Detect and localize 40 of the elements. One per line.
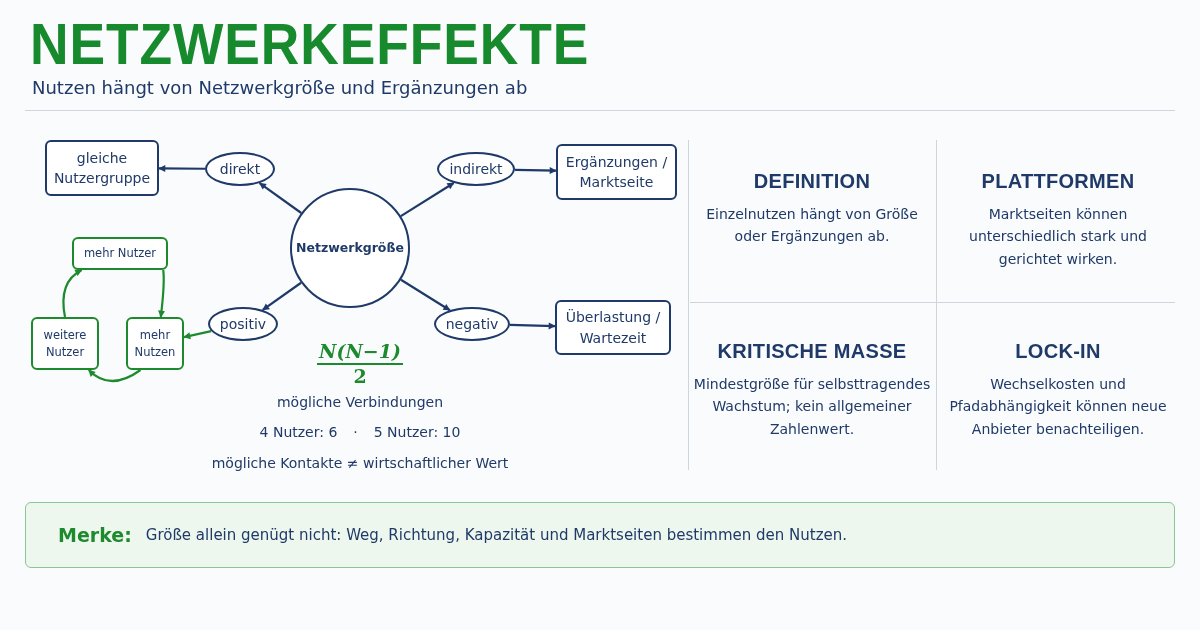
note-text: Größe allein genügt nicht: Weg, Richtung, Kapazität und Marktseiten bestimmen den Nutzen.	[145, 526, 848, 544]
formula: N(N−1) 2	[316, 340, 404, 387]
ellipse-node: indirekt	[437, 152, 515, 186]
arrow	[88, 369, 142, 383]
arrow	[509, 322, 556, 330]
outcome-box: gleiche Nutzergruppe	[45, 140, 159, 196]
cycle-box: mehr Nutzen	[126, 317, 184, 370]
formula-caption: mögliche Verbindungen	[277, 394, 443, 410]
network-circle: Netzwerkgröße	[290, 188, 410, 308]
subtitle: Nutzen hängt von Netzwerkgröße und Ergänzungen ab	[32, 77, 528, 98]
outcome-box: Ergänzungen / Marktseite	[556, 144, 677, 200]
section-heading: KRITISCHE MASSE	[717, 340, 907, 363]
section-text: Mindestgröße für selbsttragendes Wachstum; kein allgemeiner Zahlenwert.	[692, 375, 932, 439]
arrow	[258, 182, 302, 214]
title: NETZWERKEFFEKTE	[30, 10, 590, 77]
ellipse-node: positiv	[208, 307, 278, 341]
arrow	[183, 330, 212, 340]
arrow	[158, 269, 165, 318]
section-heading: LOCK-IN	[1015, 340, 1101, 363]
arrow	[514, 167, 557, 175]
arrow	[400, 182, 455, 218]
example-count: 5 Nutzer: 10	[373, 424, 461, 440]
section-text: Einzelnutzen hängt von Größe oder Ergänzungen ab.	[705, 205, 919, 247]
separator-dot: ·	[353, 424, 358, 440]
cycle-box: weitere Nutzer	[31, 317, 99, 370]
note-panel	[25, 502, 1175, 568]
arrow	[158, 164, 205, 172]
note-text: mögliche Kontakte ≠ wirtschaftlicher Wert	[211, 455, 509, 471]
cycle-box: mehr Nutzer	[72, 237, 168, 270]
outcome-box: Überlastung / Wartezeit	[555, 300, 671, 355]
section-heading: DEFINITION	[753, 170, 871, 193]
section-heading: PLATTFORMEN	[981, 170, 1135, 193]
note-heading: Merke:	[58, 524, 132, 546]
ellipse-node: direkt	[205, 152, 275, 186]
example-count: 4 Nutzer: 6	[259, 424, 338, 440]
arrow	[62, 269, 83, 318]
ellipse-node: negativ	[434, 307, 510, 341]
arrow	[262, 281, 302, 311]
section-text: Marktseiten können unterschiedlich stark und gerichtet wirken.	[968, 205, 1148, 269]
section-text: Wechselkosten und Pfadabhängigkeit können neue Anbieter benachteiligen.	[948, 375, 1168, 439]
